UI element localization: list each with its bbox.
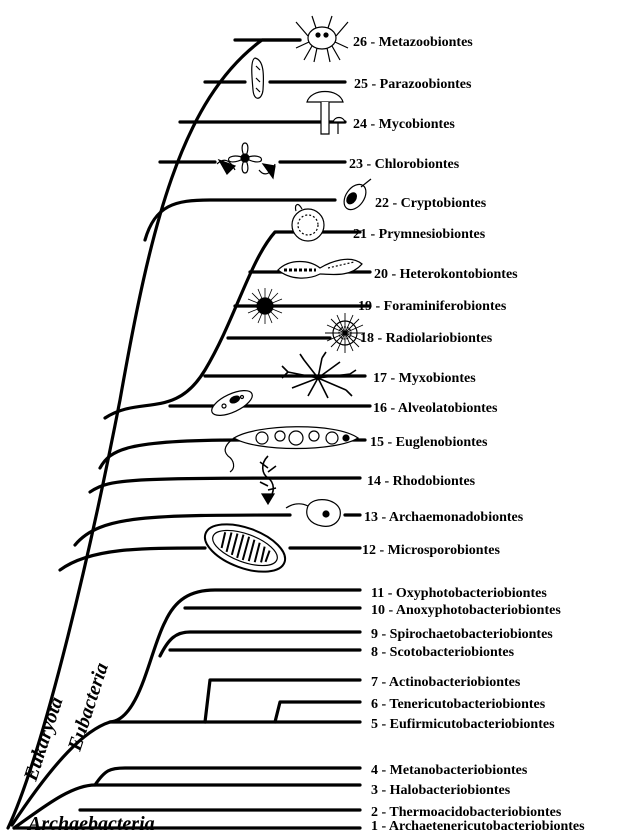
taxon-label-3: 3 - Halobacteriobiontes bbox=[371, 783, 511, 798]
taxon-label-24: 24 - Mycobiontes bbox=[353, 117, 455, 132]
eubacteria-label: Eubacteria bbox=[64, 660, 113, 754]
taxon-label-10: 10 - Anoxyphotobacteriobiontes bbox=[371, 603, 561, 618]
ciliate-icon bbox=[208, 386, 255, 421]
archaebacteria-label: Archaebacteria bbox=[26, 813, 155, 834]
taxon-label-1: 1 - Archaetenericutobacteriobiontes bbox=[371, 819, 585, 834]
taxon-label-4: 4 - Metanobacteriobiontes bbox=[371, 763, 528, 778]
euglena-icon bbox=[225, 427, 358, 472]
taxon-label-16: 16 - Alveolatobiontes bbox=[373, 401, 498, 416]
branch-eukaryote-subclade bbox=[105, 232, 360, 418]
branch-14 bbox=[90, 478, 360, 492]
taxon-label-12: 12 - Microsporobiontes bbox=[362, 543, 500, 558]
branch-12 bbox=[60, 548, 360, 570]
branch-4 bbox=[95, 768, 360, 785]
taxon-label-8: 8 - Scotobacteriobiontes bbox=[371, 645, 515, 660]
branch-6 bbox=[275, 702, 360, 722]
taxon-label-25: 25 - Parazoobiontes bbox=[354, 77, 472, 92]
taxon-label-23: 23 - Chlorobiontes bbox=[349, 157, 460, 172]
radiolarian-icon bbox=[325, 313, 365, 353]
taxon-label-18: 18 - Radiolariobiontes bbox=[360, 331, 493, 346]
taxon-label-19: 19 - Foraminiferobiontes bbox=[358, 299, 507, 314]
parazoan-sponge-icon bbox=[252, 58, 264, 98]
taxon-label-15: 15 - Euglenobiontes bbox=[370, 435, 488, 450]
metazoan-crab-icon bbox=[296, 16, 348, 62]
taxon-label-20: 20 - Heterokontobiontes bbox=[374, 267, 518, 282]
branch-9 bbox=[160, 632, 360, 656]
taxon-labels: 26 - Metazoobiontes 25 - Parazoobiontes 24… bbox=[349, 35, 585, 834]
prymnesiophyte-icon bbox=[292, 205, 324, 241]
foraminifera-icon bbox=[247, 288, 283, 324]
archaemonad-icon bbox=[286, 500, 340, 527]
taxon-label-11: 11 - Oxyphotobacteriobiontes bbox=[371, 586, 547, 601]
taxon-label-26: 26 - Metazoobiontes bbox=[353, 35, 473, 50]
eukaryota-label: Eukaryota bbox=[20, 694, 68, 784]
flower-icon bbox=[217, 143, 275, 178]
heterokont-icon bbox=[278, 259, 362, 278]
illustrations bbox=[199, 16, 371, 581]
taxon-label-5: 5 - Eufirmicutobacteriobiontes bbox=[371, 717, 555, 732]
red-alga-icon bbox=[260, 456, 276, 504]
microsporidian-icon bbox=[199, 515, 292, 581]
taxon-label-14: 14 - Rhodobiontes bbox=[367, 474, 476, 489]
taxon-label-21: 21 - Prymnesiobiontes bbox=[353, 227, 486, 242]
taxon-label-9: 9 - Spirochaetobacteriobiontes bbox=[371, 627, 553, 642]
taxon-label-6: 6 - Tenericutobacteriobiontes bbox=[371, 697, 546, 712]
taxon-label-7: 7 - Actinobacteriobiontes bbox=[371, 675, 521, 690]
taxon-label-2: 2 - Thermoacidobacteriobiontes bbox=[371, 805, 562, 820]
mushroom-icon bbox=[307, 92, 345, 135]
taxon-label-22: 22 - Cryptobiontes bbox=[375, 196, 487, 211]
taxon-label-13: 13 - Archaemonadobiontes bbox=[364, 510, 524, 525]
cryptomonad-icon bbox=[340, 179, 371, 214]
taxon-label-17: 17 - Myxobiontes bbox=[373, 371, 476, 386]
